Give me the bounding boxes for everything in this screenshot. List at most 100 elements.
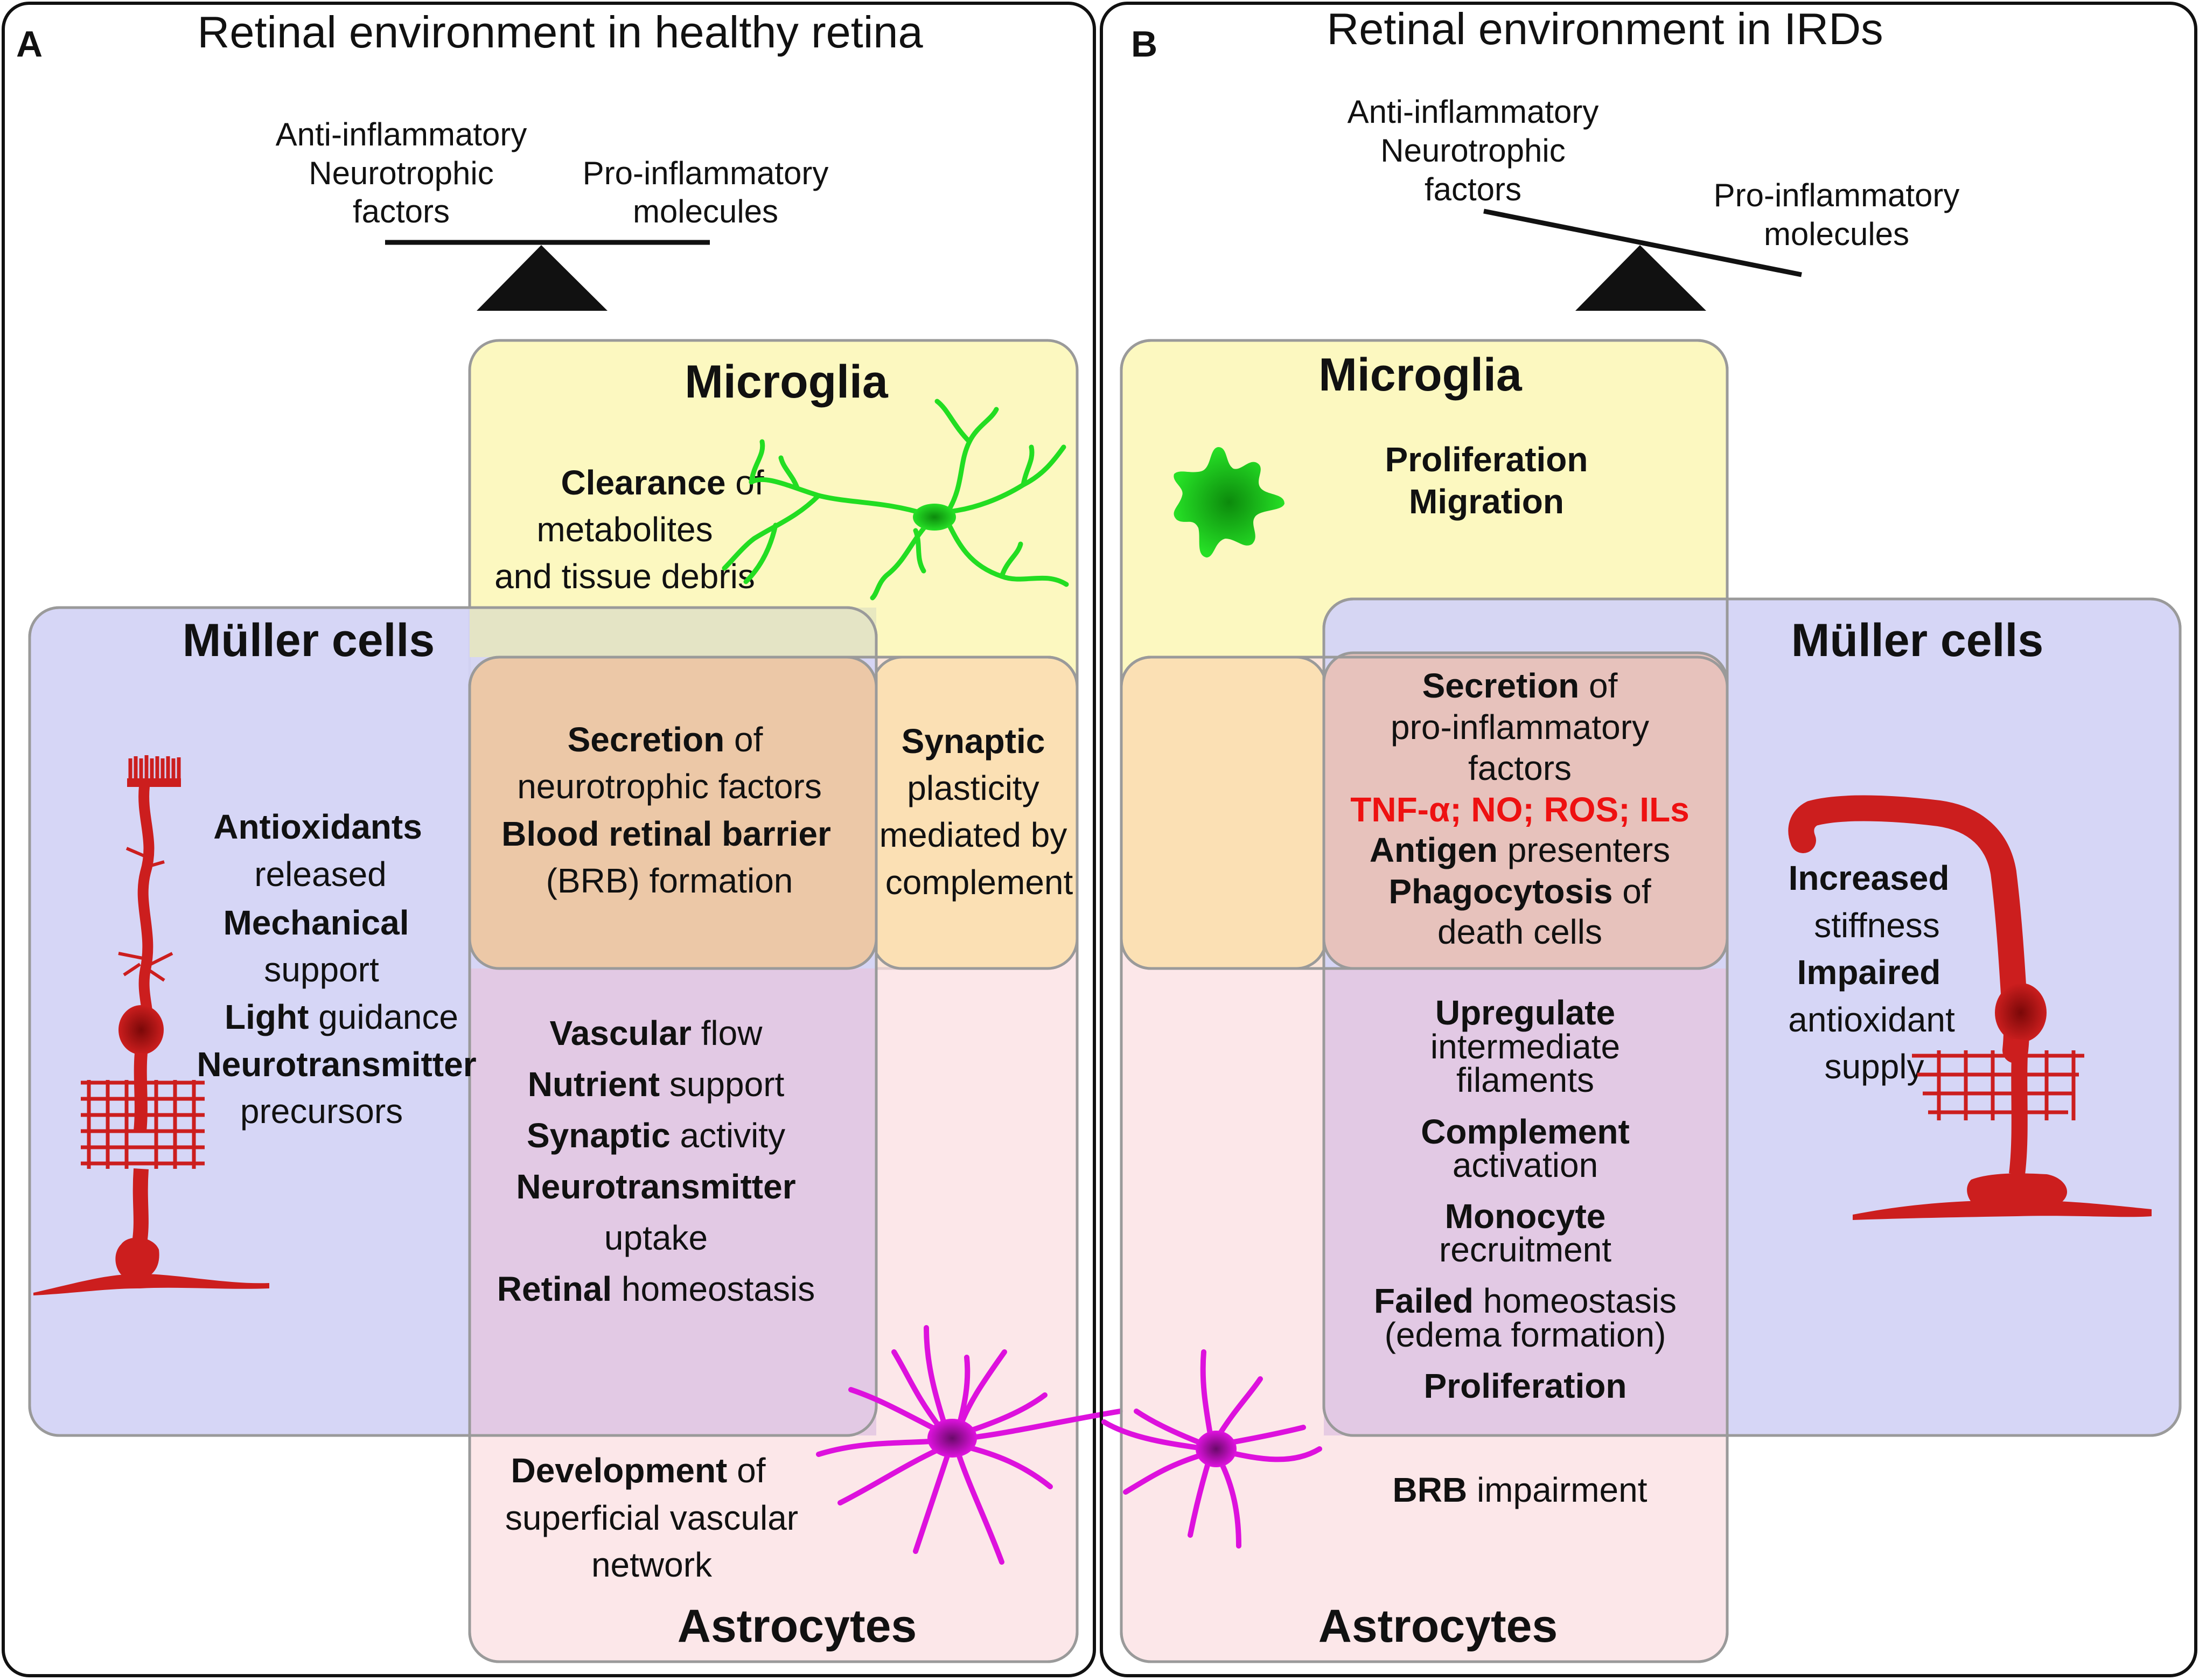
panel-b-frame [1100,2,2197,1677]
balance-b-left-2: Neurotrophic [1380,133,1566,169]
astrocyte-a-soma [927,1419,977,1458]
astro-a-development: Development of [511,1451,765,1490]
lower-b-failed: Failed homeostasis [1374,1281,1677,1320]
muller-b-supply: supply [1825,1047,1924,1086]
lower-a-nutrient: Nutrient support [528,1065,785,1104]
balance-a-left-1: Anti-inflammatory [276,116,527,152]
panel-a-frame [2,2,1096,1677]
balance-b-fulcrum [1575,245,1706,311]
muller-b-stiffness: stiffness [1814,906,1940,945]
muller-cell-a-illustration [33,755,269,1295]
muller-b-antioxidant: antioxidant [1788,1000,1955,1039]
microglia-region-b-outline [1120,339,1729,970]
synaptic-a-line3: mediated by [879,815,1067,854]
balance-a-left-3: factors [353,193,450,229]
lower-center-region-b [1324,968,1727,1435]
lower-b-intermediate: intermediate [1430,1027,1620,1066]
balance-scale-b: Anti-inflammatory Neurotrophic factors P… [1348,94,1960,311]
muller-cell-a-plexus [81,1080,205,1169]
center-overlap-region-a [468,656,878,970]
lower-b-edema: (edema formation) [1385,1315,1666,1354]
lower-a-retinal: Retinal homeostasis [497,1270,815,1308]
astrocyte-b-illustration [1101,1349,1322,1549]
lower-b-monocyte: Monocyte [1445,1197,1606,1236]
center-b-antigen: Antigen presenters [1370,831,1670,869]
balance-b-beam [1483,208,1802,277]
balance-a-right-2: molecules [633,193,778,229]
muller-title-a: Müller cells [183,615,435,666]
muller-title-b: Müller cells [1791,615,2043,666]
microglia-title-a: Microglia [685,356,889,408]
astrocyte-b-soma [1196,1431,1237,1467]
left-overlap-region-b [1120,656,1328,970]
balance-b-left-3: factors [1425,171,1521,207]
astrocyte-a-illustration [816,1325,1123,1565]
balance-b-right-2: molecules [1764,216,1909,252]
microglia-a-soma [913,504,956,531]
balance-a-left-2: Neurotrophic [309,155,494,191]
astro-a-line2: superficial vascular [505,1498,798,1537]
synaptic-a-title: Synaptic [902,722,1045,761]
center-a-brb-formation: (BRB) formation [546,861,793,900]
microglia-title-b: Microglia [1318,349,1523,401]
muller-a-released: released [254,855,387,894]
synaptic-region-a [871,656,1079,970]
muller-b-increased: Increased [1789,859,1950,897]
astrocytes-title-b: Astrocytes [1318,1600,1558,1652]
lower-b-proliferation: Proliferation [1424,1367,1627,1405]
balance-scale-a: Anti-inflammatory Neurotrophic factors P… [276,116,829,311]
muller-a-support: support [264,950,379,989]
microglia-a-line1: Clearance of [561,463,764,502]
astro-a-line3: network [591,1545,713,1584]
panel-a-letter: A [16,24,43,65]
lower-a-vascular: Vascular flow [550,1014,763,1052]
synaptic-a-line4: complement [885,863,1073,902]
center-b-death-cells: death cells [1437,912,1602,951]
astrocytes-title-a: Astrocytes [678,1600,917,1652]
lower-a-neurotransmitter: Neurotransmitter [516,1167,795,1206]
balance-a-right-1: Pro-inflammatory [583,155,829,191]
balance-b-left-1: Anti-inflammatory [1348,94,1599,130]
balance-a-fulcrum [477,245,608,311]
microglia-a-line2: metabolites [536,510,713,549]
microglia-b-proliferation: Proliferation [1385,440,1588,479]
lower-a-synaptic: Synaptic activity [527,1116,785,1155]
center-a-secretion: Secretion of [568,720,763,759]
center-b-secretion: Secretion of [1422,666,1618,705]
lower-a-uptake: uptake [604,1218,708,1257]
muller-cell-b-illustration [1788,795,2152,1220]
lower-b-filaments: filaments [1456,1061,1594,1099]
center-b-phagocytosis: Phagocytosis of [1388,872,1651,911]
center-b-factors: factors [1468,749,1572,787]
muller-region-a-outline [28,606,878,1437]
lower-center-region-a [470,968,876,1435]
panel-a-title: Retinal environment in healthy retina [197,7,923,57]
center-b-pro-inflammatory: pro-inflammatory [1391,708,1649,747]
muller-a-mechanical: Mechanical [223,903,409,942]
center-a-neurotrophic: neurotrophic factors [517,767,822,806]
balance-b-right-1: Pro-inflammatory [1714,177,1960,213]
muller-region-b-outline [1322,597,2182,1437]
astro-b-brb: BRB impairment [1393,1470,1647,1509]
muller-a-neurotransmitter: Neurotransmitter [197,1045,476,1084]
amoeboid-microglia-illustration [1174,447,1285,557]
astrocytes-region-b-outline [1120,656,1729,1663]
muller-b-impaired: Impaired [1797,953,1941,992]
lower-b-complement: Complement [1421,1112,1630,1151]
panel-b-letter: B [1131,24,1157,65]
lower-b-activation: activation [1453,1146,1598,1184]
lower-b-recruitment: recruitment [1439,1230,1611,1269]
muller-a-precursors: precursors [240,1092,403,1131]
lower-b-upregulate: Upregulate [1435,993,1615,1032]
center-b-mediators: TNF-α; NO; ROS; ILs [1350,790,1690,829]
astrocytes-region-a-outline [468,656,1079,1663]
muller-top-overlap-a [470,608,876,657]
muller-a-light: Light guidance [225,998,458,1036]
panel-a: A Retinal environment in healthy retina … [2,2,1123,1677]
panel-b-title: Retinal environment in IRDs [1327,4,1883,54]
microglia-a-line3: and tissue debris [494,557,755,596]
muller-a-antioxidants: Antioxidants [213,807,422,846]
microglia-b-migration: Migration [1409,482,1564,521]
center-a-brb: Blood retinal barrier [501,814,831,853]
